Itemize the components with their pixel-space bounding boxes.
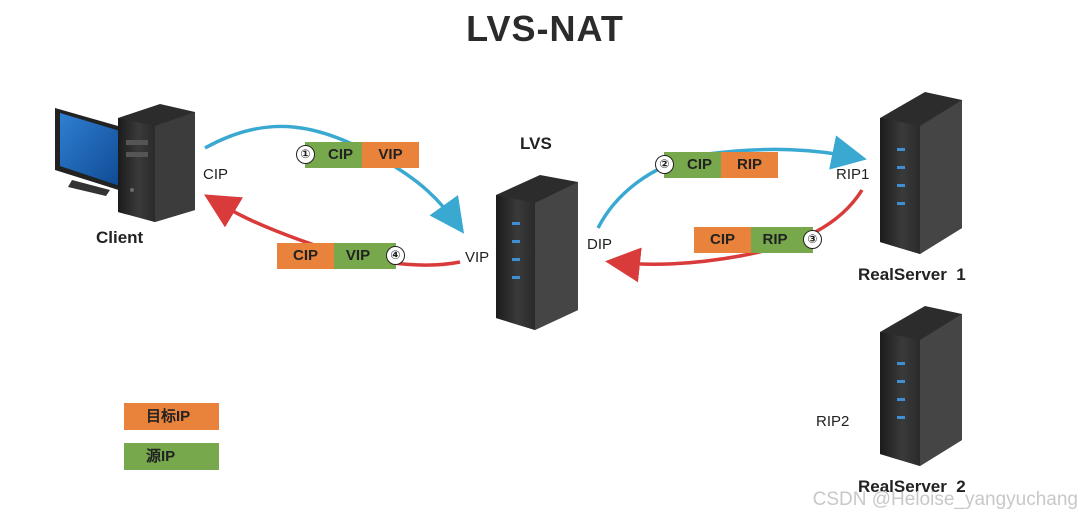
watermark: CSDN @Heloise_yangyuchang <box>812 489 1078 510</box>
packet-2-dest: RIP <box>721 152 778 178</box>
packet-1-source: ① CIP <box>296 142 362 168</box>
dip-label: DIP <box>587 236 613 253</box>
packet-step-3: CIP RIP ③ <box>694 227 822 253</box>
packet-1-dest: VIP <box>362 142 419 168</box>
packet-step-2: ② CIP RIP <box>655 152 778 178</box>
realserver2-icon <box>880 306 962 466</box>
client-label: Client <box>96 228 144 247</box>
legend-src-ip: 源IP <box>124 443 219 470</box>
response-arrow-rs1-to-lvs <box>605 189 864 283</box>
rip1-label: RIP1 <box>836 166 870 183</box>
packet-step-4: CIP VIP ④ <box>277 243 405 269</box>
packet-4-source: VIP ④ <box>334 243 405 269</box>
step-1-badge: ① <box>296 145 315 164</box>
lvs-server-icon <box>496 175 578 330</box>
client-computer-icon <box>55 104 195 222</box>
realserver1-label: RealServer 1 <box>858 265 966 284</box>
lvs-label: LVS <box>520 134 552 153</box>
packet-3-source: RIP ③ <box>751 227 822 253</box>
realserver1-icon <box>880 92 962 254</box>
packet-step-1: ① CIP VIP <box>296 142 419 168</box>
realserver2-label: RealServer 2 <box>858 477 966 496</box>
diagram-title: LVS-NAT <box>466 8 624 49</box>
rip2-label: RIP2 <box>816 413 850 430</box>
packet-2-source: ② CIP <box>655 152 721 178</box>
packet-3-dest: CIP <box>694 227 751 253</box>
packet-4-dest: CIP <box>277 243 334 269</box>
response-arrow-lvs-to-client <box>203 194 461 267</box>
step-2-badge: ② <box>655 155 674 174</box>
legend-dest-ip: 目标IP <box>124 403 219 430</box>
step-4-badge: ④ <box>386 246 405 265</box>
step-3-badge: ③ <box>803 230 822 249</box>
cip-label: CIP <box>203 166 229 183</box>
vip-label: VIP <box>465 249 490 266</box>
